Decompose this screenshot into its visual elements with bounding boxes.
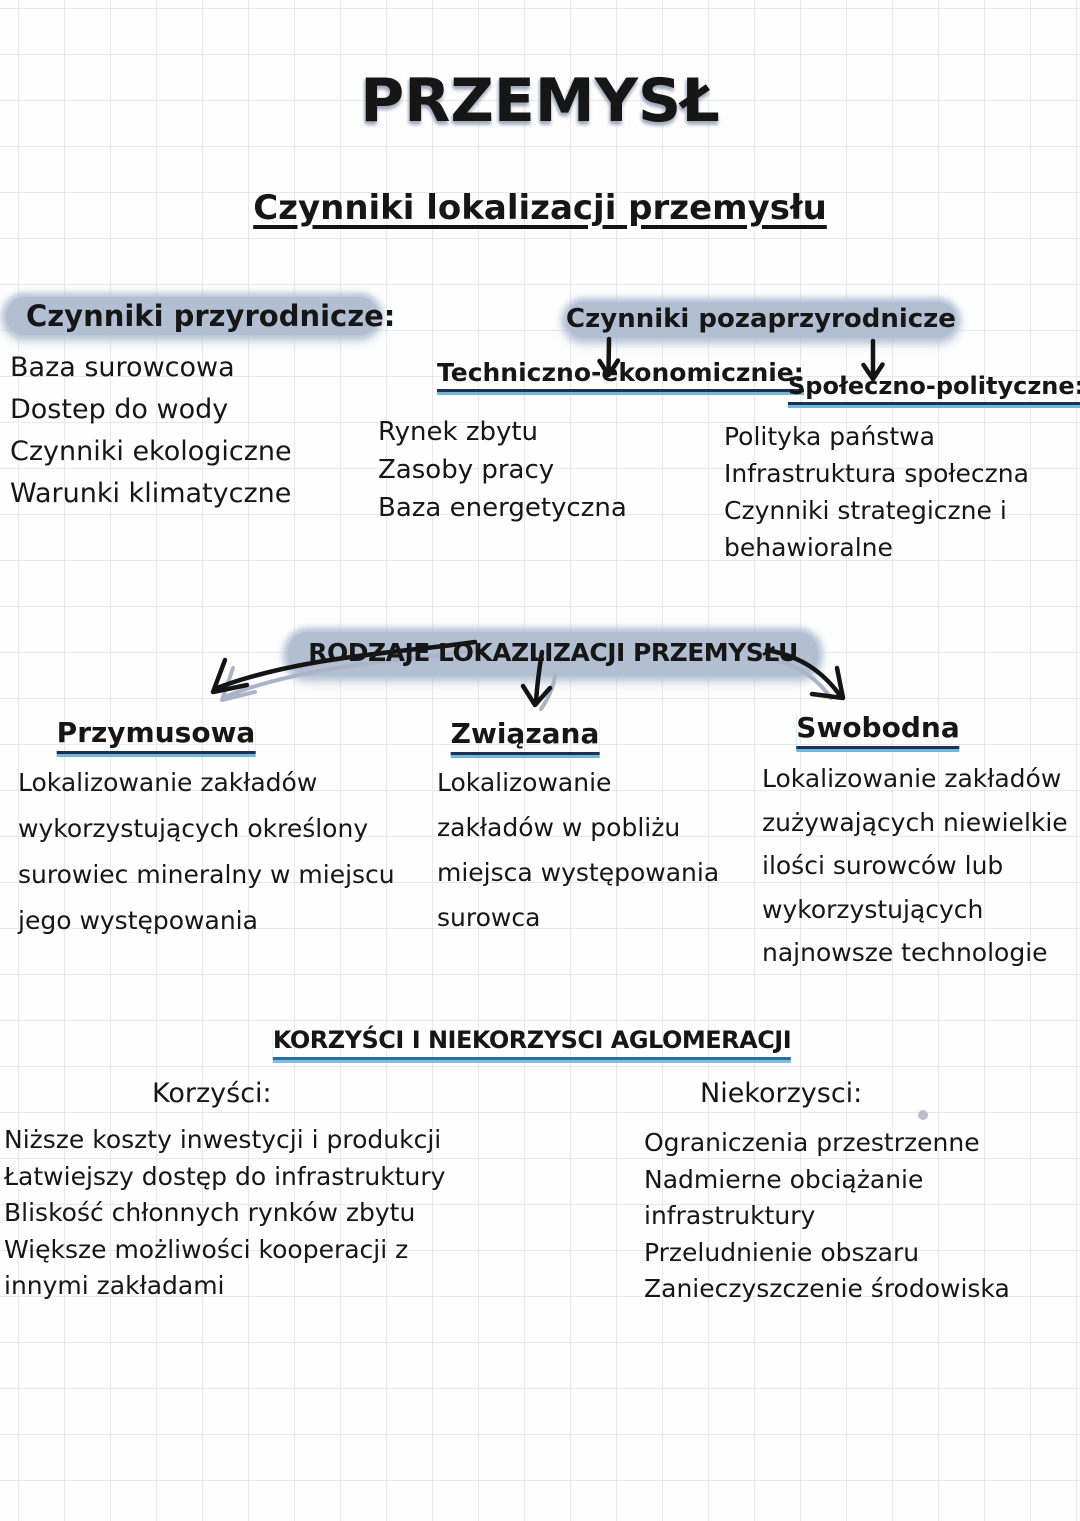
location-type-description: Lokalizowanie zakładów wykorzystujących … [18, 760, 395, 944]
pros-heading: Korzyści: [152, 1078, 272, 1109]
page-title: PRZEMYSŁ [360, 66, 720, 137]
pros-list: Niższe koszty inwestycji i produkcji Łat… [4, 1122, 445, 1305]
list-item: Nadmierne obciążanie [644, 1164, 924, 1194]
technical-economic-heading-text: Techniczno-ekonomicznie: [437, 358, 804, 392]
list-item: Łatwiejszy dostęp do infrastruktury [4, 1161, 446, 1191]
list-item: behawioralne [724, 533, 893, 562]
location-types-heading: RODZAJE LOKAZLIZACJI PRZEMYSŁU [308, 638, 798, 667]
text-line: wykorzystujących określony [18, 814, 369, 843]
highlighter-mark [6, 297, 378, 335]
list-item: Zasoby pracy [378, 455, 555, 485]
social-political-heading: Społeczno-polityczne: [788, 372, 1080, 405]
list-item: Ograniczenia przestrzenne [644, 1128, 980, 1157]
list-item: Przeludnienie obszaru [644, 1237, 920, 1267]
list-item: innymi zakładami [4, 1271, 225, 1300]
natural-factors-heading: Czynniki przyrodnicze: [26, 299, 396, 333]
list-item: Dostep do wody [10, 394, 229, 425]
down-arrow-icon [861, 338, 885, 382]
text-line: surowiec mineralny w miejscu [18, 860, 395, 889]
location-type-description: Lokalizowanie zakładów zużywających niew… [762, 757, 1068, 975]
text-line: Lokalizowanie zakładów [18, 768, 318, 797]
cons-heading: Niekorzysci: [700, 1078, 863, 1109]
text-line: surowca [437, 903, 541, 932]
social-political-heading-text: Społeczno-polityczne: [788, 372, 1080, 405]
location-type-heading: Związana [450, 717, 600, 755]
text-line: zakładów w pobliżu [437, 813, 681, 842]
list-item: Warunki klimatyczne [10, 478, 292, 509]
list-item: Baza energetyczna [378, 493, 627, 523]
list-item: Polityka państwa [724, 422, 935, 451]
agglomeration-heading: KORZYŚCI I NIEKORZYSCI AGLOMERACJI [272, 1026, 792, 1060]
text-line: Lokalizowanie zakładów [762, 764, 1062, 793]
natural-factors-list: Baza surowcowa Dostep do wody Czynniki e… [10, 347, 292, 515]
list-item: Baza surowcowa [10, 352, 235, 383]
location-type-heading-text: Związana [450, 717, 600, 755]
nonnatural-factors-heading: Czynniki pozaprzyrodnicze [566, 304, 956, 334]
cons-list: Ograniczenia przestrzenne Nadmierne obci… [644, 1125, 1010, 1308]
list-item: infrastruktury [644, 1201, 816, 1230]
location-type-heading: Swobodna [796, 711, 960, 749]
text-line: jego występowania [18, 906, 258, 935]
subtitle-text: Czynniki lokalizacji przemysłu [253, 188, 827, 228]
technical-economic-heading: Techniczno-ekonomicznie: [437, 358, 804, 392]
list-item: Infrastruktura społeczna [724, 459, 1029, 488]
location-type-heading-text: Swobodna [796, 711, 960, 749]
technical-economic-list: Rynek zbytu Zasoby pracy Baza energetycz… [378, 413, 627, 527]
location-type-heading-text: Przymusowa [56, 716, 256, 754]
text-line: Lokalizowanie [437, 768, 612, 797]
social-political-list: Polityka państwa Infrastruktura społeczn… [724, 418, 1029, 566]
text-line: miejsca występowania [437, 858, 720, 887]
text-line: ilości surowców lub [762, 851, 1004, 880]
list-item: Zanieczyszczenie środowiska [644, 1274, 1010, 1303]
list-item: Czynniki ekologiczne [10, 436, 292, 467]
location-type-description: Lokalizowanie zakładów w pobliżu miejsca… [437, 760, 719, 940]
list-item: Większe możliwości kooperacji z [4, 1234, 409, 1264]
subtitle: Czynniki lokalizacji przemysłu [0, 188, 1080, 228]
down-arrow-icon [597, 336, 621, 378]
highlighter-mark [566, 302, 956, 338]
down-arrow-icon [520, 649, 557, 711]
location-type-heading: Przymusowa [56, 716, 256, 754]
list-item: Bliskość chłonnych rynków zbytu [4, 1198, 416, 1227]
curved-arrow-right-icon [761, 647, 846, 701]
curved-arrow-left-icon [210, 639, 482, 702]
text-line: wykorzystujących [762, 894, 984, 924]
list-item: Niższe koszty inwestycji i produkcji [4, 1125, 442, 1154]
list-item: Czynniki strategiczne i [724, 496, 1007, 525]
list-item: Rynek zbytu [378, 417, 539, 447]
text-line: zużywających niewielkie [762, 807, 1068, 837]
agglomeration-heading-text: KORZYŚCI I NIEKORZYSCI AGLOMERACJI [272, 1026, 792, 1060]
stray-pen-dot [918, 1110, 928, 1120]
text-line: najnowsze technologie [762, 938, 1048, 967]
